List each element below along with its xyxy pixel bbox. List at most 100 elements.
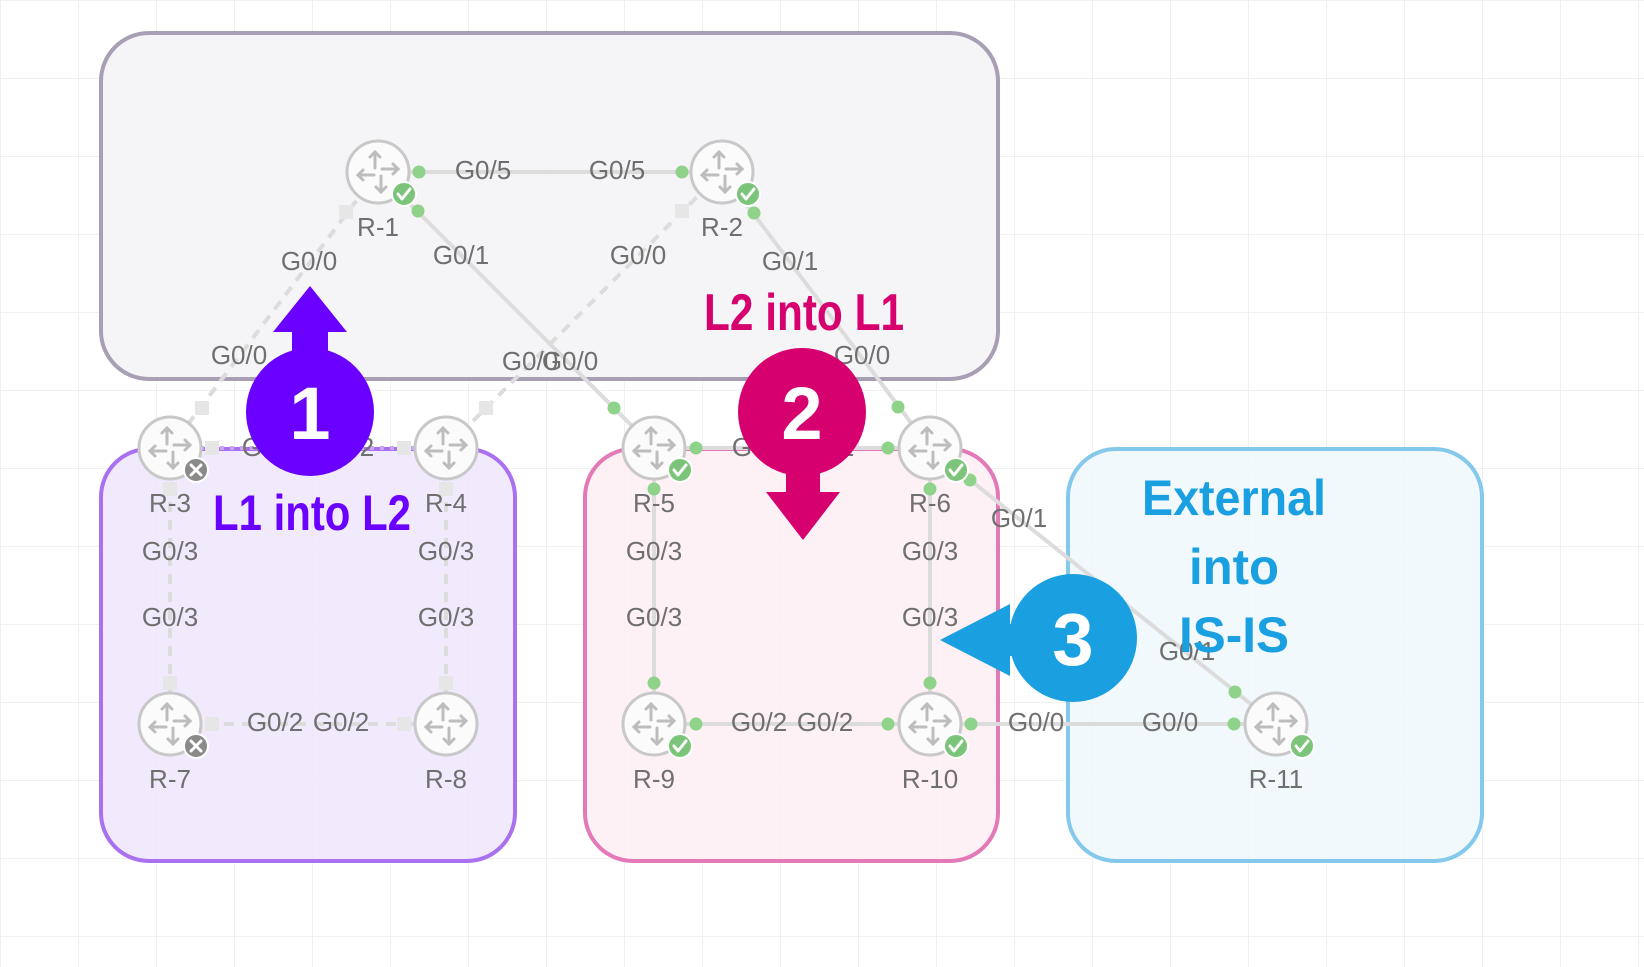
port-dot [397,441,411,455]
port-dot [747,206,761,220]
port-dot [689,717,703,731]
callout-1: 1 L1 into L2 [213,286,411,541]
callout-2-arrow [766,468,840,540]
port-dot [923,482,937,496]
port-label: G0/1 [991,503,1047,533]
port-label: G0/2 [313,707,369,737]
port-label: G0/2 [797,707,853,737]
port-dot [1227,717,1241,731]
port-dot [205,441,219,455]
port-label: G0/1 [433,240,489,270]
port-dot [397,717,411,731]
port-label: G0/3 [902,602,958,632]
status-ok-icon [735,181,761,207]
port-dot [439,676,453,690]
callout-2-text: L2 into L1 [704,284,904,342]
router-r-7[interactable] [137,691,209,759]
port-dot [195,401,209,415]
port-label: G0/3 [902,536,958,566]
port-label: G0/3 [418,536,474,566]
port-label: G0/3 [142,602,198,632]
port-dot [675,204,689,218]
router-r-1[interactable] [345,139,417,207]
callout-3-arrow [940,604,1020,676]
status-ok-icon [391,181,417,207]
port-label: G0/0 [1142,707,1198,737]
port-dot [163,482,177,496]
port-label: G0/3 [142,536,198,566]
callout-3-line-3: IS-IS [1179,607,1289,663]
callout-3-line-2: into [1189,539,1279,595]
port-dot [339,205,353,219]
router-r-6[interactable] [897,415,969,483]
router-label: R-8 [425,764,467,794]
port-label: G0/2 [247,707,303,737]
callout-3-badge [1009,574,1137,702]
port-label: G0/1 [762,246,818,276]
port-dot [689,441,703,455]
router-r-9[interactable] [621,691,693,759]
router-label: R-4 [425,488,467,518]
port-dot [675,165,689,179]
router-r-11[interactable] [1243,691,1315,759]
router-r-10[interactable] [897,691,969,759]
callout-1-arrow [273,286,347,360]
port-label: G0/3 [418,602,474,632]
router-r-2[interactable] [689,139,761,207]
router-label: R-9 [633,764,675,794]
router-label: R-10 [902,764,958,794]
router-r-4[interactable] [413,415,479,481]
area-backbone [99,31,1000,381]
callout-2-badge [738,348,866,476]
port-label: G0/0 [610,240,666,270]
port-label: G0/1 [1159,636,1215,666]
router-icon [413,415,479,481]
status-ok-icon [943,457,969,483]
port-dot [881,717,895,731]
port-dot [891,400,905,414]
port-dot [479,401,493,415]
port-dot [412,165,426,179]
callout-2-number: 2 [781,372,822,455]
port-label: G0/5 [589,155,645,185]
callout-3-line-1: External [1142,470,1326,526]
status-ok-icon [667,733,693,759]
port-dot [647,482,661,496]
links-layer [163,165,1278,731]
port-label: G0/0 [281,246,337,276]
router-label: R-1 [357,212,399,242]
port-dot [1228,685,1242,699]
callout-1-text: L1 into L2 [213,485,411,541]
port-label: G0/0 [1008,707,1064,737]
status-ok-icon [943,733,969,759]
router-r-3[interactable] [137,415,209,483]
callout-1-badge [246,348,374,476]
port-dot [964,717,978,731]
port-dot [411,204,425,218]
link-r-1-r-5[interactable] [376,170,656,450]
port-dot [163,676,177,690]
port-label: G0/5 [455,155,511,185]
port-label: G0/0 [502,346,558,376]
port-dot [881,441,895,455]
callout-1-number: 1 [289,372,330,455]
status-ok-icon [1289,733,1315,759]
port-label: G0/3 [626,602,682,632]
status-down-icon [183,733,209,759]
router-r-8[interactable] [413,691,479,757]
port-dot [923,676,937,690]
router-label: R-7 [149,764,191,794]
callout-2: L2 into L1 2 [704,284,904,540]
router-label: R-6 [909,488,951,518]
callout-3: 3 External into IS-IS [940,470,1326,702]
status-ok-icon [667,457,693,483]
router-label: R-3 [149,488,191,518]
router-r-5[interactable] [621,415,693,483]
router-icon [413,691,479,757]
status-down-icon [183,457,209,483]
port-label: G0/0 [542,346,598,376]
callout-3-number: 3 [1052,598,1093,681]
